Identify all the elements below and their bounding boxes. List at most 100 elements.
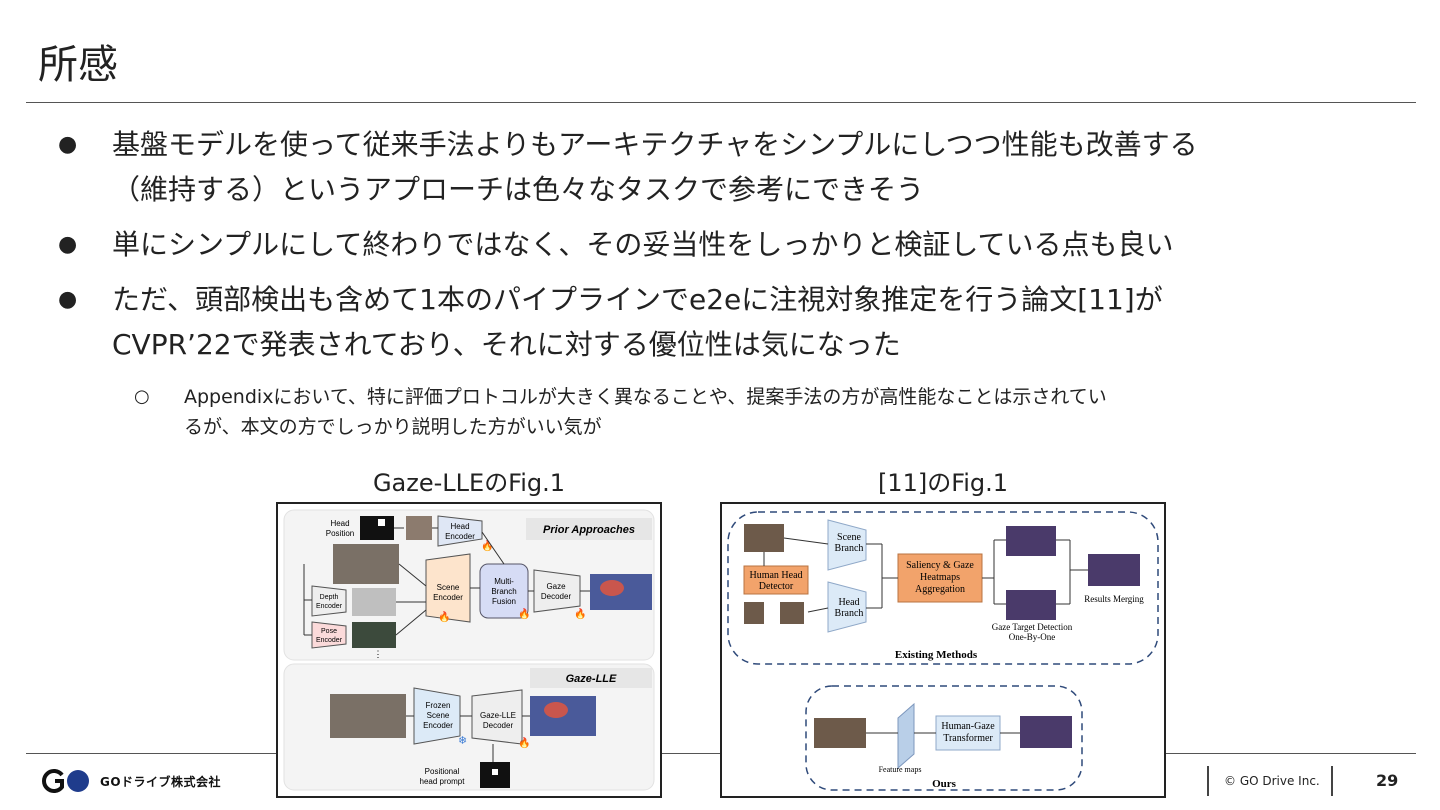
prior-title-bg <box>526 518 652 540</box>
footer-divider <box>662 753 720 754</box>
head-encoder-line2: Encoder <box>445 532 475 541</box>
transformer-line1: Human-Gaze <box>941 721 995 732</box>
head-encoder-line1: Head <box>450 522 469 531</box>
copyright-text: © GO Drive Inc. <box>1224 774 1320 788</box>
logo-g-shape <box>42 769 64 793</box>
transformer-line2: Transformer <box>943 733 993 744</box>
one-by-one-line1: Gaze Target Detection <box>992 622 1073 632</box>
head-encoder-shape <box>437 515 483 547</box>
aggregation-line3: Aggregation <box>915 584 965 595</box>
ours-input-image <box>814 718 866 748</box>
company-name: GOドライブ株式会社 <box>100 774 222 789</box>
head-crop-image <box>744 602 764 624</box>
fire-icon: 🔥 <box>518 607 530 620</box>
figure-caption-right: [11]のFig.1 <box>877 469 1009 497</box>
pose-encoder-shape <box>311 621 347 649</box>
bullet-marker: ● <box>58 132 78 157</box>
scene-encoder-line1: Scene <box>437 583 460 592</box>
head-detector-line1: Human Head <box>749 570 802 581</box>
positional-prompt-line2: head prompt <box>420 777 466 786</box>
page-title: 所感 <box>38 42 118 88</box>
bullet-marker: ● <box>58 287 78 312</box>
prompt-mask-square <box>492 769 498 775</box>
gaze-decoder-line1: Gaze <box>546 582 566 591</box>
result-image-1 <box>1006 526 1056 556</box>
result-image-2 <box>1006 590 1056 620</box>
frozen-encoder-line1: Frozen <box>426 701 451 710</box>
bullet-item: ただ、頭部検出も含めて1本のパイプラインでe2eに注視対象推定を行う論文[11]… <box>112 277 1382 367</box>
gaze-decoder-line2: Decoder <box>541 592 572 601</box>
depth-encoder-line1: Depth <box>320 594 339 601</box>
depth-image <box>352 588 396 616</box>
fire-icon: 🔥 <box>481 539 493 552</box>
prior-title: Prior Approaches <box>543 524 635 536</box>
pose-encoder-line1: Pose <box>321 628 337 635</box>
ours-label: Ours <box>932 778 957 790</box>
depth-encoder-shape <box>311 585 347 617</box>
arrow <box>783 537 829 545</box>
fire-icon: 🔥 <box>574 607 586 620</box>
scene-branch-line1: Scene <box>837 532 861 543</box>
head-crop-image <box>406 516 432 540</box>
lle-decoder-line2: Decoder <box>483 721 514 730</box>
bullet-marker: ● <box>58 232 78 257</box>
bullet-line: ただ、頭部検出も含めて1本のパイプラインでe2eに注視対象推定を行う論文[11]… <box>112 283 1163 316</box>
ellipsis-mark: ⋮ <box>374 649 383 659</box>
frozen-encoder-shape <box>413 687 461 745</box>
feature-maps-label: Feature maps <box>879 765 922 774</box>
scene-encoder-shape <box>425 553 471 623</box>
title-divider <box>26 102 1416 103</box>
fusion-line1: Multi- <box>494 577 514 586</box>
arrow <box>807 607 829 613</box>
footer-separator <box>1207 766 1209 796</box>
company-logo: GOドライブ株式会社 <box>42 767 221 795</box>
fusion-line3: Fusion <box>492 597 516 606</box>
bullet-line: （維持する）というアプローチは色々なタスクで参考にできそう <box>112 173 925 206</box>
results-merging-label: Results Merging <box>1084 594 1144 604</box>
lle-decoder-line1: Gaze-LLE <box>480 711 516 720</box>
page-number: 29 <box>1376 771 1399 790</box>
figure-caption-left: Gaze-LLEのFig.1 <box>372 469 566 497</box>
lle-arrows <box>406 715 530 762</box>
lle-title: Gaze-LLE <box>566 673 617 685</box>
bullet-line: 単にシンプルにして終わりではなく、その妥当性をしっかりと検証している点も良い <box>112 228 1174 261</box>
scene-branch-shape <box>827 519 867 571</box>
scene-image <box>333 544 399 584</box>
footer-separator <box>1331 766 1333 796</box>
input-image <box>744 524 784 552</box>
sub-bullet-marker: ○ <box>134 386 150 407</box>
prior-arrows <box>303 527 590 636</box>
sub-bullet-line: るが、本文の方でしっかり説明した方がいい気が <box>184 416 602 438</box>
head-mask-square <box>378 519 385 526</box>
positional-prompt-line1: Positional <box>425 767 460 776</box>
bullet-line: 基盤モデルを使って従来手法よりもアーキテクチャをシンプルにしつつ性能も改善する <box>112 128 1198 161</box>
head-detector-line2: Detector <box>759 581 794 592</box>
fire-icon: 🔥 <box>518 736 530 749</box>
lle-decoder-shape <box>471 689 523 745</box>
bullet-item: 単にシンプルにして終わりではなく、その妥当性をしっかりと検証している点も良い <box>112 222 1382 267</box>
head-position-line2: Position <box>326 529 354 538</box>
lle-title-bg <box>530 668 652 688</box>
snowflake-icon: ❄ <box>458 735 467 747</box>
bullet-line: CVPR’22で発表されており、それに対する優位性は気になった <box>112 328 901 361</box>
logo-o-shape <box>67 770 89 792</box>
aggregation-line1: Saliency & Gaze <box>906 560 974 571</box>
arrow <box>395 609 427 636</box>
footer-divider <box>26 753 276 754</box>
head-branch-shape <box>827 581 867 633</box>
head-branch-line2: Branch <box>835 608 864 619</box>
